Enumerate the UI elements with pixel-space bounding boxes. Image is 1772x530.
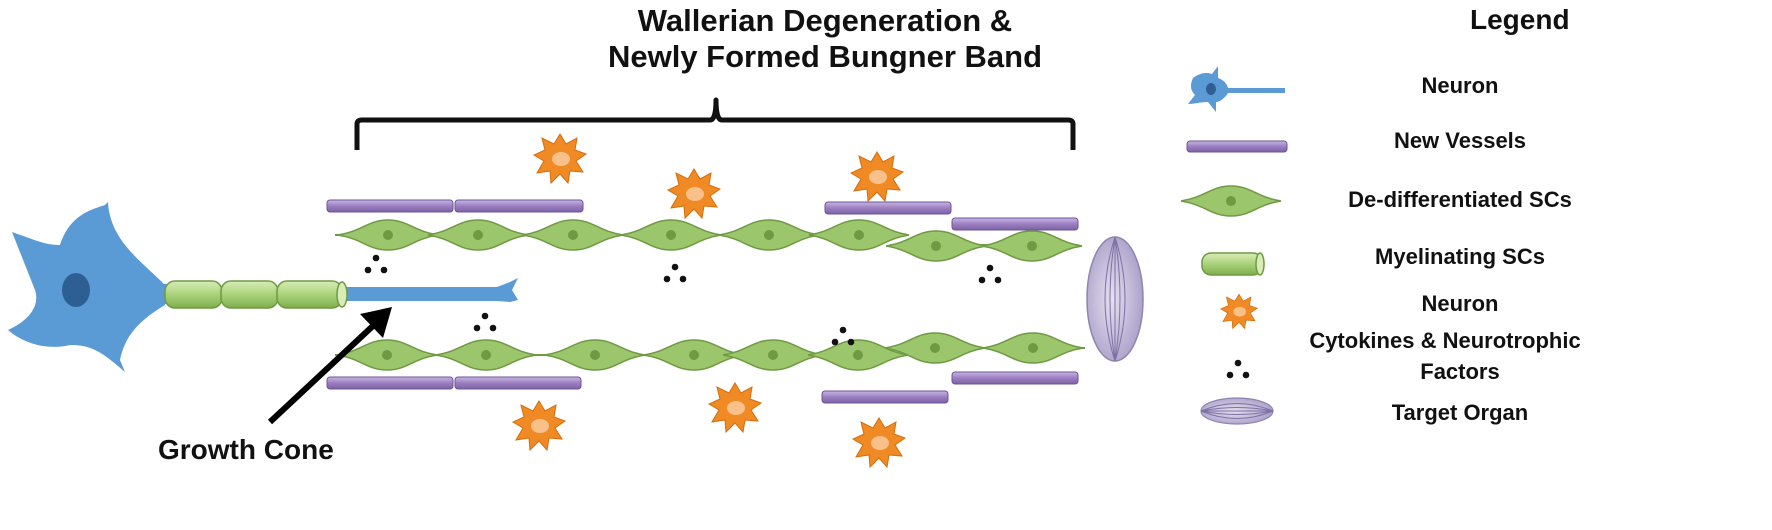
bracket bbox=[354, 97, 1076, 150]
legend-label-new-vessels: New Vessels bbox=[1393, 128, 1527, 153]
cytokine-icon bbox=[1226, 359, 1250, 379]
diagram-title-line2: Newly Formed Bungner Band bbox=[607, 39, 1043, 74]
neuron-cell-body bbox=[8, 202, 165, 372]
legend-label-factors: Factors bbox=[1420, 359, 1500, 384]
target-organ bbox=[1086, 236, 1144, 362]
legend-title: Legend bbox=[1470, 4, 1570, 35]
myelinating-sc-group bbox=[164, 280, 348, 309]
legend-label-neuron: Neuron bbox=[1421, 73, 1499, 98]
dedifferentiated-sc-icon bbox=[1180, 185, 1282, 217]
growth-cone-arrow bbox=[267, 307, 392, 425]
target-organ-icon bbox=[1200, 397, 1274, 425]
myelinating-sc-icon bbox=[1201, 252, 1265, 276]
vessel-row-top bbox=[326, 199, 1079, 231]
legend-label-cytokines: Cytokines & Neurotrophic bbox=[1309, 328, 1581, 353]
legend-label-neuron-2: Neuron bbox=[1421, 291, 1499, 316]
legend-label-target-organ: Target Organ bbox=[1391, 400, 1529, 425]
bungner-band-top bbox=[335, 219, 1083, 262]
diagram-title-line1: Wallerian Degeneration & bbox=[637, 3, 1013, 38]
vessel-row-bottom bbox=[326, 371, 1079, 404]
growth-cone-label: Growth Cone bbox=[158, 434, 334, 465]
neuron-icon bbox=[1188, 66, 1285, 112]
legend-label-myelinating-scs: Myelinating SCs bbox=[1375, 244, 1545, 269]
bungner-band-bottom bbox=[335, 332, 1085, 371]
macrophage-icon bbox=[1220, 293, 1258, 329]
macrophage-cells bbox=[512, 133, 906, 468]
legend-label-dedifferentiated-scs: De-differentiated SCs bbox=[1348, 187, 1572, 212]
vessel-icon bbox=[1186, 140, 1288, 153]
